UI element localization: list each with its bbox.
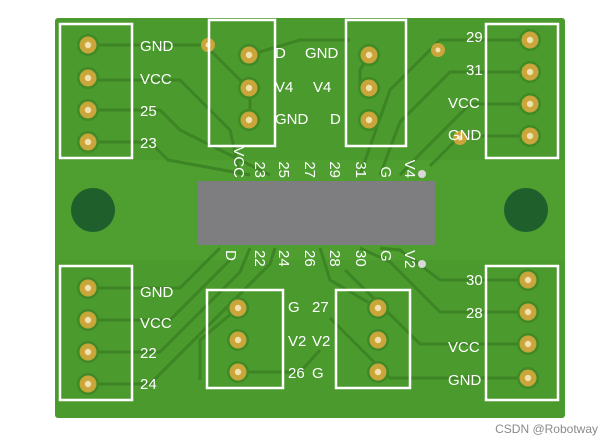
chip-top-pin-3: 27 [301,161,318,178]
pin-bl-3-hole [84,380,92,388]
chip-bot-pin-2: 24 [275,250,292,267]
labels-top-mid-right: GND V4 D [305,45,341,128]
label-tml-2: GND [275,111,309,128]
label-bmr-0: 27 [312,299,329,316]
pin-tmr-0-hole [365,51,373,59]
frame-bot-mid-right [334,288,412,390]
pin-bl-0-hole [84,284,92,292]
connector-frames [58,18,560,402]
label-bml-0: G [288,299,300,316]
pcb-traces [88,38,530,386]
ic-chip [198,181,435,245]
pin-tml-1-hole [245,84,253,92]
label-tl-2: 25 [140,103,157,120]
label-tml-1: V4 [275,79,293,96]
labels-bot-mid-left: G V2 26 [288,299,306,382]
label-bmr-1: V2 [312,333,330,350]
label-tl-1: VCC [140,71,172,88]
label-br-3: GND [448,372,482,389]
labels-bot-mid-right: 27 V2 G [312,299,330,382]
chip-top-pin-6: G [377,166,394,178]
labels-bot-left: GND VCC 22 24 [140,284,174,393]
pin-bml-1-hole [234,336,242,344]
chip-bot-pin-5: 30 [352,250,369,267]
pin-br-3-hole [524,374,532,382]
labels-bot-right: 30 28 VCC GND [448,272,483,389]
chip-bottom-pin-labels: D 22 24 26 28 30 G V2 [222,250,418,268]
label-bmr-2: G [312,365,324,382]
chip-bot-pin-7: V2 [401,250,418,268]
label-tr-2: VCC [448,95,480,112]
label-br-2: VCC [448,339,480,356]
chip-bot-pin-3: 26 [301,250,318,267]
label-tmr-1: V4 [313,79,331,96]
label-tmr-2: D [330,111,341,128]
chip-top-pin-labels: VCC 23 25 27 29 31 G V4 [230,146,418,178]
chip-top-pin-4: 29 [326,161,343,178]
pin-tml-0-hole [245,51,253,59]
label-br-1: 28 [466,305,483,322]
label-tml-0: D [275,45,286,62]
label-tr-3: GND [448,127,482,144]
chip-bot-pin-0: D [222,250,239,261]
frame-top-right [484,22,560,160]
chip-bot-pin-6: G [377,250,394,262]
labels-top-right: 29 31 VCC GND [448,29,483,144]
pin-tl-0-hole [84,41,92,49]
pin-tl-3-hole [84,138,92,146]
label-bl-1: VCC [140,315,172,332]
pin-bmr-1-hole [374,336,382,344]
pin-bl-1-hole [84,316,92,324]
watermark: CSDN @Robotway [495,422,598,436]
labels-top-mid-left: D V4 GND [275,45,309,128]
label-tr-0: 29 [466,29,483,46]
pin-bml-2-hole [234,368,242,376]
label-bl-2: 22 [140,345,157,362]
frame-bot-right [484,264,560,402]
chip-top-pin-2: 25 [275,161,292,178]
pin-bml-0-hole [234,304,242,312]
pin-tmr-2-hole [365,116,373,124]
label-tr-1: 31 [466,62,483,79]
pin-tml-2-hole [245,116,253,124]
chip-top-pin-5: 31 [352,161,369,178]
pin-br-0-hole [524,276,532,284]
chip-bot-pin-1: 22 [251,250,268,267]
pin-tr-1-hole [526,68,534,76]
frame-bot-left [58,264,134,402]
frame-top-mid-left [207,18,277,148]
pin-bmr-0-hole [374,304,382,312]
label-bml-1: V2 [288,333,306,350]
frame-top-left [58,22,134,160]
pin-br-2-hole [524,340,532,348]
label-bl-3: 24 [140,376,157,393]
label-tl-3: 23 [140,135,157,152]
header-pins [77,29,541,395]
pin-bl-2-hole [84,348,92,356]
pin-tr-3-hole [526,132,534,140]
mounting-hole-left [71,188,115,232]
labels-top-left: GND VCC 25 23 [140,38,174,152]
pin-tl-1-hole [84,74,92,82]
chip-top-pin-0: VCC [230,146,247,178]
vias [201,38,467,268]
label-tmr-0: GND [305,45,339,62]
label-bl-0: GND [140,284,174,301]
label-br-0: 30 [466,272,483,289]
pin-br-1-hole [524,308,532,316]
chip-top-pin-1: 23 [251,161,268,178]
pin-tl-2-hole [84,106,92,114]
frame-top-mid-right [344,18,408,148]
label-bml-2: 26 [288,365,305,382]
frame-bot-mid-left [205,288,285,390]
label-tl-0: GND [140,38,174,55]
pin-tr-0-hole [526,36,534,44]
chip-top-pin-7: V4 [401,160,418,178]
chip-bot-pin-4: 28 [326,250,343,267]
mounting-hole-right [504,188,548,232]
pin-bmr-2-hole [374,368,382,376]
pin-tmr-1-hole [365,84,373,92]
pin-tr-2-hole [526,100,534,108]
